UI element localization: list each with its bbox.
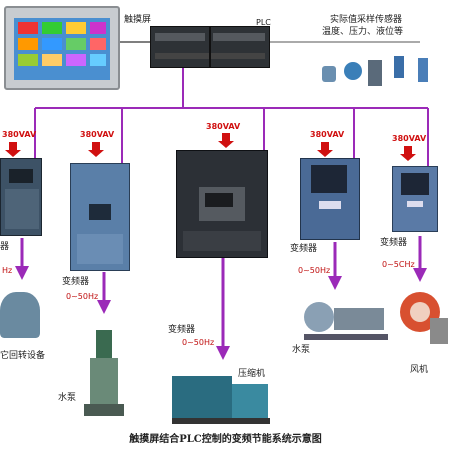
- horizontal-pump-load: [304, 296, 388, 344]
- sensor-label-line1: 实际值采样传感器: [330, 15, 403, 25]
- touchscreen-label: 触摸屏: [124, 15, 152, 25]
- inverter-3: [176, 150, 268, 258]
- compressor-load: [172, 366, 270, 424]
- vertical-pump-load: [84, 330, 124, 420]
- touchscreen-panel: [4, 6, 120, 90]
- touchscreen-display: [14, 18, 110, 80]
- inverter-4: [300, 158, 360, 240]
- fan-load: [400, 288, 448, 348]
- diagram-caption: 触摸屏结合PLC控制的变频节能系统示意图: [129, 434, 322, 445]
- load-label-4: 水泵: [292, 345, 311, 355]
- power-label-2: 380VAV: [80, 130, 115, 139]
- plc-unit: [150, 26, 270, 68]
- inverter-1: [0, 158, 42, 236]
- motor-load: [0, 292, 40, 338]
- power-label-5: 380VAV: [392, 134, 427, 143]
- pressure-sensor-icon: [322, 66, 336, 82]
- level-sensor-icon: [368, 60, 382, 86]
- inverter-label-3: 变频器: [168, 325, 196, 335]
- inverter-label-4: 变频器: [290, 244, 318, 254]
- power-label-4: 380VAV: [310, 130, 345, 139]
- sensor-label-line2: 温度、压力、液位等: [322, 27, 404, 37]
- inverter-label-2: 变频器: [62, 277, 90, 287]
- freq-label-5: 0~5CHz: [382, 260, 415, 269]
- flow-sensor-icon: [344, 62, 362, 80]
- probe-sensor-icon: [418, 58, 428, 82]
- load-label-3: 压缩机: [238, 369, 266, 379]
- freq-label-4: 0~50Hz: [298, 266, 331, 275]
- load-label-5: 风机: [410, 365, 429, 375]
- inverter-label-1: 器: [0, 242, 10, 252]
- load-label-2: 水泵: [58, 393, 77, 403]
- power-label-1: 380VAV: [2, 130, 37, 139]
- inverter-2: [70, 163, 130, 271]
- power-arrows: [5, 133, 416, 161]
- freq-label-1: Hz: [2, 266, 13, 275]
- power-label-3: 380VAV: [206, 122, 241, 131]
- output-arrows: [15, 236, 427, 360]
- inverter-label-5: 变频器: [380, 238, 408, 248]
- freq-label-2: 0~50Hz: [66, 292, 99, 301]
- load-label-1: 它回转设备: [0, 351, 46, 361]
- temperature-sensor-icon: [394, 56, 404, 78]
- inverter-5: [392, 166, 438, 232]
- plc-label: PLC: [256, 18, 271, 27]
- freq-label-3: 0~50Hz: [182, 338, 215, 347]
